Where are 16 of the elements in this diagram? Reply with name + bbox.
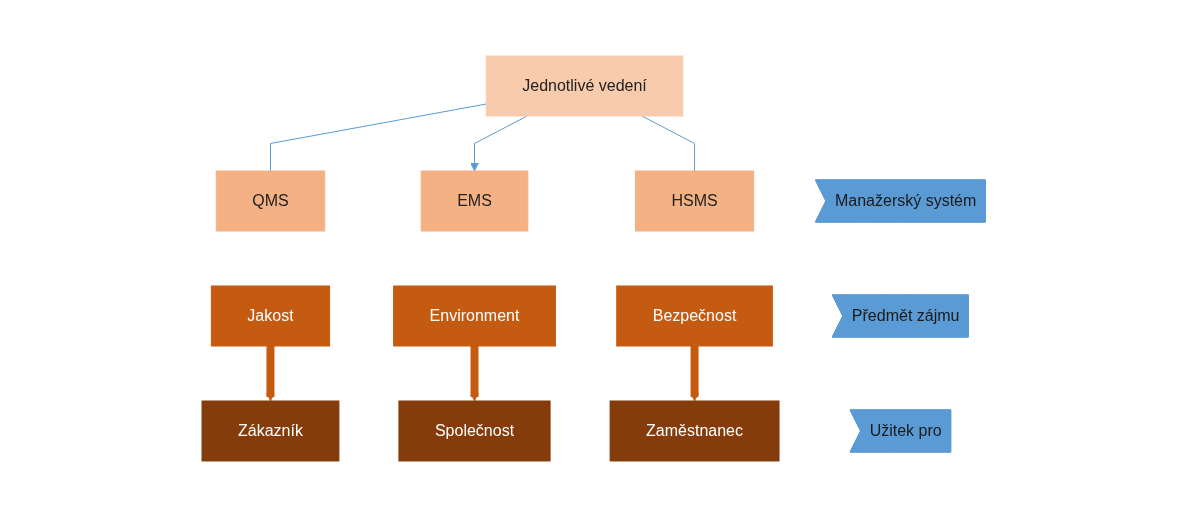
connector bbox=[641, 115, 696, 171]
node-box: Zaměstnanec bbox=[609, 400, 780, 461]
node-box: Environment bbox=[393, 285, 557, 346]
arrow bbox=[470, 345, 480, 401]
connector bbox=[270, 103, 488, 171]
node-box: EMS bbox=[421, 170, 529, 231]
node-box: QMS bbox=[216, 170, 326, 231]
node-box: Jakost bbox=[211, 285, 331, 346]
arrow bbox=[266, 345, 276, 401]
node-box: Společnost bbox=[398, 400, 551, 461]
node-box: Bezpečnost bbox=[616, 285, 774, 346]
arrow bbox=[690, 345, 700, 401]
node-box: Jednotlivé vedení bbox=[486, 55, 684, 116]
arrow bbox=[470, 115, 528, 171]
node-box: Zákazník bbox=[201, 400, 340, 461]
node-box: HSMS bbox=[635, 170, 755, 231]
